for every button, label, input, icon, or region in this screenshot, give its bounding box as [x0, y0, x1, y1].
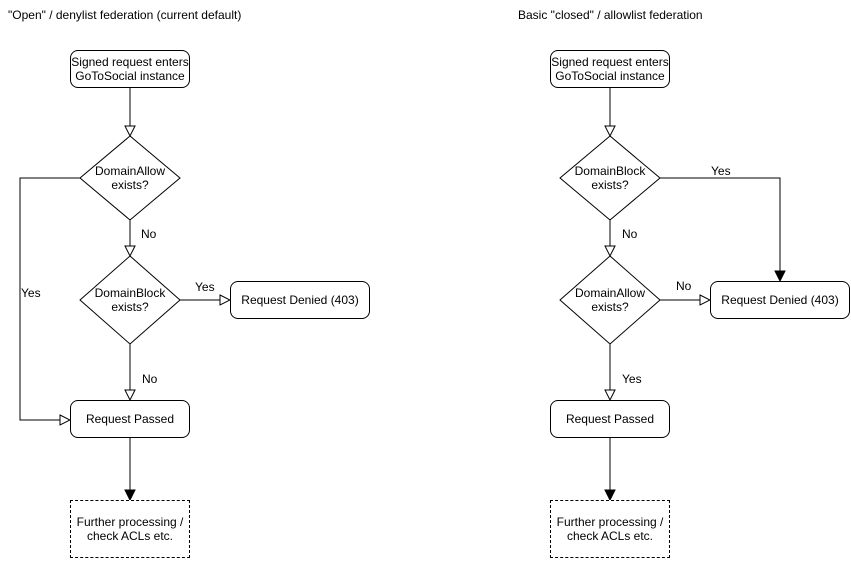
left-allow-yes-label: Yes [21, 286, 41, 300]
right-request-denied-node: Request Denied (403) [710, 281, 850, 319]
left-block-no-label: No [142, 372, 158, 386]
right-allow-no-label: No [676, 279, 692, 293]
right-start-node: Signed request enters GoToSocial instanc… [550, 50, 670, 88]
left-allow-yes-edge [19, 177, 80, 420]
left-domain-allow-label: DomainAllow exists? [94, 164, 166, 192]
left-domain-block-diamond [79, 255, 181, 345]
left-domain-block-label: DomainBlock exists? [94, 286, 166, 314]
left-start-node: Signed request enters GoToSocial instanc… [70, 50, 190, 88]
left-block-yes-label: Yes [195, 280, 215, 294]
right-flowchart-title: Basic "closed" / allowlist federation [518, 8, 703, 22]
left-request-passed-node: Request Passed [70, 400, 190, 438]
right-allow-yes-label: Yes [622, 372, 642, 386]
left-allow-no-label: No [141, 227, 157, 241]
left-flowchart-title: "Open" / denylist federation (current de… [8, 8, 242, 22]
right-block-yes-label: Yes [711, 164, 731, 178]
right-domain-allow-label: DomainAllow exists? [574, 286, 646, 314]
left-request-denied-node: Request Denied (403) [230, 281, 370, 319]
right-domain-block-label: DomainBlock exists? [574, 164, 646, 192]
right-block-no-label: No [622, 227, 638, 241]
left-domain-allow-diamond [79, 135, 181, 221]
right-domain-block-diamond [559, 135, 661, 221]
right-block-yes-edge [660, 177, 780, 281]
right-domain-allow-diamond [559, 255, 661, 345]
left-further-processing-node: Further processing / check ACLs etc. [70, 500, 190, 558]
right-further-processing-node: Further processing / check ACLs etc. [550, 500, 670, 558]
right-request-passed-node: Request Passed [550, 400, 670, 438]
